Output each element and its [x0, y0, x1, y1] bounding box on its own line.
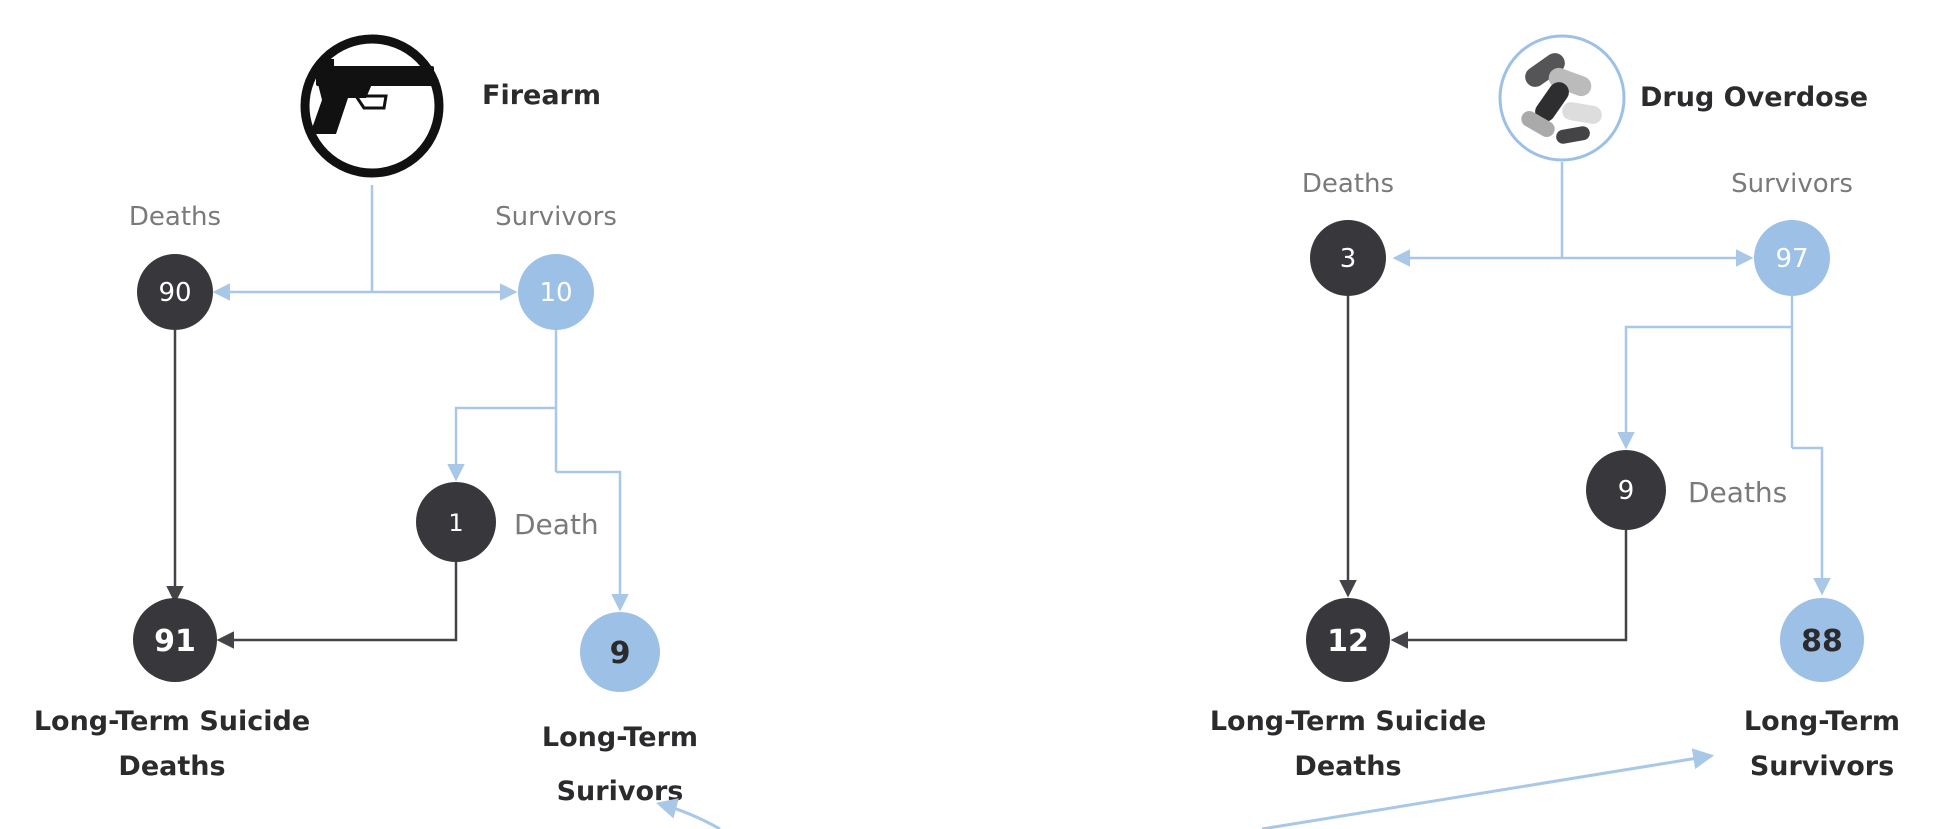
firearm-deaths-node: 90	[137, 254, 213, 330]
overdose-lt-deaths-label-2: Deaths	[1294, 751, 1401, 782]
firearm-lt-deaths-label-1: Long-Term Suicide	[34, 706, 310, 737]
firearm-lt-deaths-value: 91	[154, 624, 196, 659]
overdose-arrow-to-later-death	[1617, 325, 1792, 450]
overdose-deaths-value: 3	[1340, 244, 1357, 274]
overdose-later-death-label: Deaths	[1688, 476, 1787, 509]
firearm-method-label: Firearm	[482, 80, 601, 111]
overdose-connectors	[1339, 162, 1831, 649]
comparison-arrow-to-overdose	[1261, 748, 1715, 829]
firearm-lt-deaths-label-2: Deaths	[118, 751, 225, 782]
comparison-arrow-to-firearm	[655, 798, 721, 829]
firearm-lt-survivors-value: 9	[610, 636, 631, 671]
pistol-icon	[310, 59, 434, 134]
pills-icon	[1521, 53, 1602, 144]
firearm-later-death-value: 1	[448, 509, 463, 537]
overdose-survivors-label: Survivors	[1731, 169, 1853, 199]
firearm-arrow-later-death-to-lt	[216, 560, 458, 649]
firearm-later-death-node: 1	[416, 482, 496, 562]
comparison-arrows	[655, 748, 1715, 829]
overdose-survivors-value: 97	[1775, 244, 1808, 274]
firearm-lt-survivors-label-1: Long-Term	[542, 722, 698, 753]
firearm-later-death-label: Death	[514, 508, 599, 541]
firearm-deaths-label: Deaths	[129, 202, 221, 232]
firearm-lt-deaths-node: 91	[133, 598, 217, 682]
overdose-later-death-value: 9	[1618, 476, 1635, 506]
overdose-survivors-node: 97	[1754, 220, 1830, 296]
overdose-lt-survivors-label-1: Long-Term	[1744, 706, 1900, 737]
firearm-icon-badge	[300, 34, 444, 178]
overdose-arrow-to-lt-survivors	[1792, 446, 1831, 596]
firearm-arrow-to-lt-survivors	[556, 470, 629, 612]
firearm-deaths-value: 90	[158, 278, 191, 308]
overdose-method-label: Drug Overdose	[1640, 82, 1868, 113]
overdose-deaths-label: Deaths	[1302, 169, 1394, 199]
firearm-lt-survivors-label-2: Surivors	[557, 776, 684, 807]
firearm-connectors	[166, 185, 629, 649]
overdose-lt-deaths-node: 12	[1306, 598, 1390, 682]
overdose-icon-badge	[1498, 34, 1626, 162]
overdose-lt-survivors-label-2: Survivors	[1750, 751, 1894, 782]
overdose-lt-deaths-value: 12	[1327, 624, 1369, 659]
firearm-survivors-label: Survivors	[495, 202, 617, 232]
overdose-later-death-node: 9	[1586, 450, 1666, 530]
firearm-survivors-value: 10	[539, 278, 572, 308]
firearm-survivors-node: 10	[518, 254, 594, 330]
overdose-arrow-later-death-to-lt	[1390, 530, 1628, 649]
firearm-lt-survivors-node: 9	[580, 612, 660, 692]
firearm-panel: Firearm Deaths Survivors 90 10 1 Death 9…	[34, 34, 698, 807]
overdose-lt-survivors-value: 88	[1801, 624, 1843, 659]
overdose-panel: Drug Overdose Deaths Survivors 3 97 9 De…	[1210, 34, 1900, 782]
firearm-arrow-to-later-death	[447, 406, 556, 482]
overdose-deaths-node: 3	[1310, 220, 1386, 296]
overdose-lt-survivors-node: 88	[1780, 598, 1864, 682]
overdose-lt-deaths-label-1: Long-Term Suicide	[1210, 706, 1486, 737]
